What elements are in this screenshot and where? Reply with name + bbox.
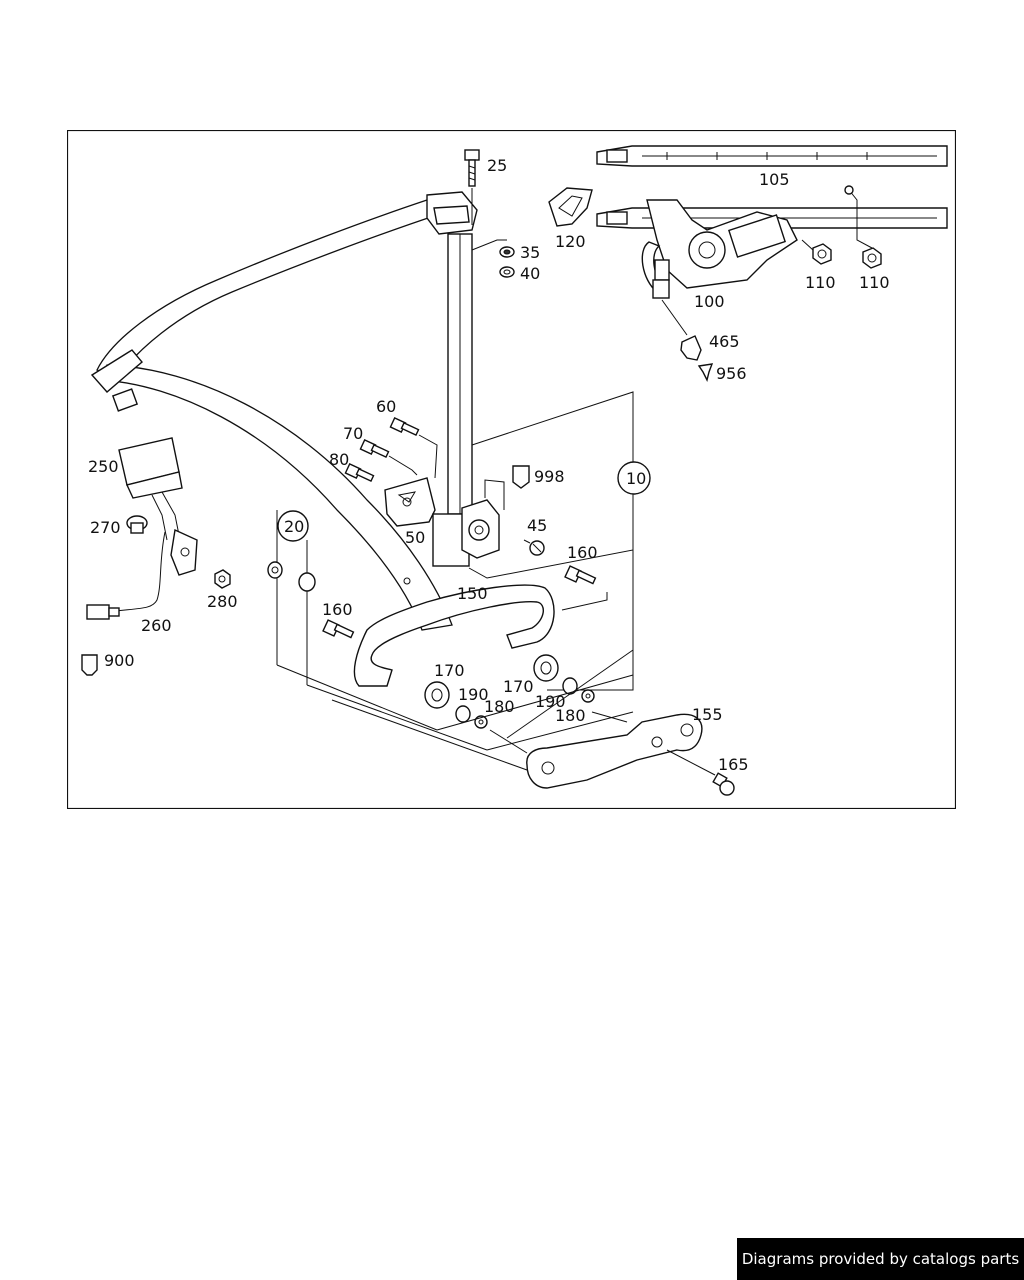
belt-guide-pillar [426,191,478,515]
callout-190-a: 190 [458,685,489,704]
callout-280: 280 [207,592,238,611]
washer-170-a [424,681,450,709]
callout-110-a: 110 [805,273,836,292]
callout-160-b: 160 [322,600,353,619]
callout-40: 40 [520,264,540,283]
wire-260 [86,531,166,620]
bolt-80 [344,463,375,483]
connector-465 [680,335,702,361]
washer-180-b [581,689,595,703]
washer-35-40 [471,239,515,278]
callout-105: 105 [759,170,790,189]
callout-190-b: 190 [535,692,566,711]
buckle-250 [118,437,198,576]
callout-250: 250 [88,457,119,476]
washer-170-b [533,654,559,682]
callout-110-b: 110 [859,273,890,292]
callout-270: 270 [90,518,121,537]
callout-10: 10 [626,469,646,488]
nut-110-b [844,185,882,269]
callout-170-b: 170 [503,677,534,696]
credit-banner: Diagrams provided by catalogs parts [737,1238,1024,1280]
callout-465: 465 [709,332,740,351]
bolt-70 [359,439,418,476]
motor-100 [641,199,798,336]
adjuster-rail-105 [596,145,948,167]
callout-60: 60 [376,397,396,416]
callout-50: 50 [405,528,425,547]
callout-labels: 25 35 40 105 120 100 110 110 465 956 60 … [88,156,890,774]
diagram-border [67,130,956,809]
callout-260: 260 [141,616,172,635]
bolt-160-b [322,619,355,639]
washer-190-a [455,705,471,723]
callout-70: 70 [343,424,363,443]
anchor-plate-155 [489,711,703,789]
bracket-50 [384,477,436,527]
callout-20: 20 [284,517,304,536]
seat-belt-webbing [90,199,453,631]
credit-text: Diagrams provided by catalogs parts [741,1250,1020,1268]
screw-45 [523,539,545,556]
clip-956 [697,363,714,383]
nut-280 [214,569,231,589]
bolt-160-a [561,565,608,611]
callout-900: 900 [104,651,135,670]
callout-956: 956 [716,364,747,383]
callout-35: 35 [520,243,540,262]
callout-80: 80 [329,450,349,469]
bolt-25 [464,149,480,225]
bolt-60 [389,417,438,479]
callout-25: 25 [487,156,507,175]
connector-900 [81,654,98,676]
callout-45: 45 [527,516,547,535]
callout-120: 120 [555,232,586,251]
callout-165: 165 [718,755,749,774]
callout-150: 150 [457,584,488,603]
callout-998: 998 [534,467,565,486]
floor-guide-lines [276,649,634,771]
callout-170-a: 170 [434,661,465,680]
callout-160-a: 160 [567,543,598,562]
group-20-bracket [267,510,316,685]
nut-110-a [801,239,832,265]
callout-180-a: 180 [484,697,515,716]
callout-155: 155 [692,705,723,724]
bolt-270 [126,515,148,534]
bolt-165 [666,749,735,796]
group-10-bracket [547,392,651,691]
callout-100: 100 [694,292,725,311]
guide-bar-150 [353,584,555,687]
callout-180-b: 180 [555,706,586,725]
plug-998 [512,465,530,489]
cover-120 [548,187,593,227]
parts-diagram: 25 35 40 105 120 100 110 110 465 956 60 … [67,130,956,809]
